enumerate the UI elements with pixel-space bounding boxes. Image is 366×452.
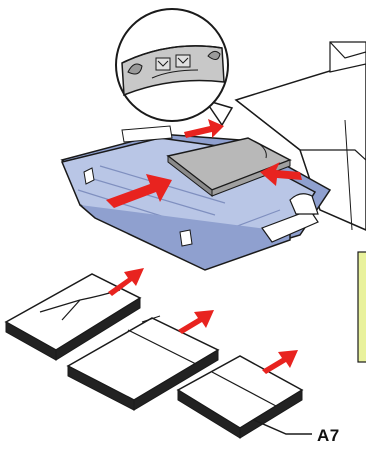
zoom-callout-circle [116,9,232,125]
bypass-tray [62,126,330,270]
note-panel [358,252,366,362]
envelope-size-label: A7 [317,426,340,446]
